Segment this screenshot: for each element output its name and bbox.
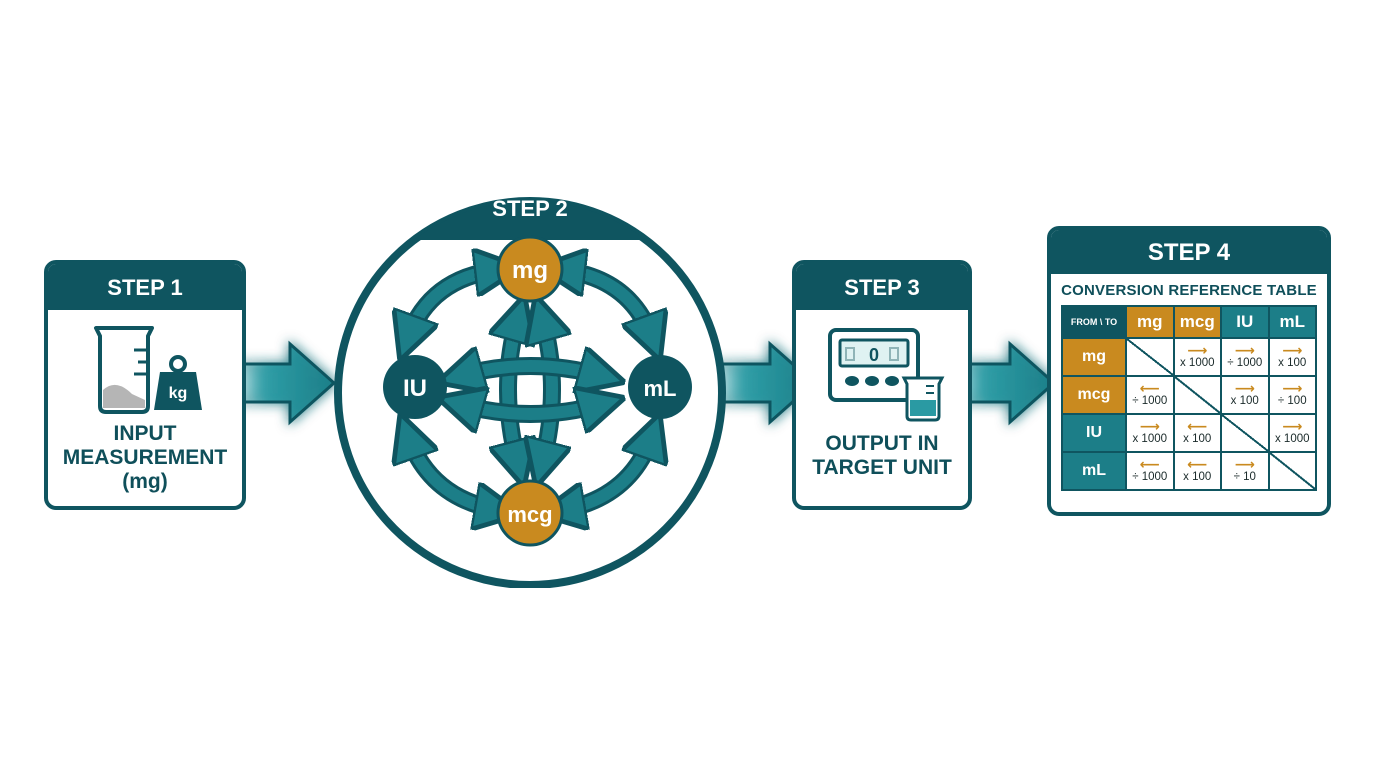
- table-cell: ⟵÷ 1000: [1125, 451, 1175, 491]
- digital-scale-icon: 0: [828, 328, 920, 402]
- step3-title: STEP 3: [796, 264, 968, 310]
- conversion-factor: x 1000: [1179, 357, 1215, 369]
- scale-display-value: 0: [869, 345, 879, 365]
- step3-caption: OUTPUT IN TARGET UNIT: [796, 432, 968, 480]
- column-header-mg: mg: [1125, 305, 1175, 339]
- column-header-iu: IU: [1220, 305, 1270, 339]
- weight-icon: kg: [154, 355, 202, 410]
- step3-caption-line2: TARGET UNIT: [812, 456, 952, 479]
- conversion-factor: x 1000: [1274, 433, 1310, 445]
- unit-node-mg: mg: [496, 235, 564, 303]
- beaker-icon: [901, 376, 945, 422]
- conversion-factor: ÷ 1000: [1227, 357, 1263, 369]
- conversion-factor: x 1000: [1132, 433, 1168, 445]
- inner-conversion-arrows: [460, 318, 602, 464]
- unit-label-iu: IU: [403, 375, 427, 402]
- arrow-right-icon: ⟶: [1187, 342, 1208, 358]
- column-header-ml: mL: [1267, 305, 1317, 339]
- table-cell: ⟶x 1000: [1125, 413, 1175, 453]
- unit-label-mcg: mcg: [507, 502, 552, 527]
- table-cell: ⟶x 100: [1220, 375, 1270, 415]
- step1-title: STEP 1: [48, 264, 242, 310]
- arrow-right-icon: ⟶: [1282, 380, 1303, 396]
- weight-label: kg: [169, 385, 188, 402]
- arrow-right-icon: ⟶: [1234, 456, 1255, 472]
- table-row: mL⟵÷ 1000⟵x 100⟶÷ 10: [1061, 451, 1317, 491]
- conversion-factor: x 100: [1183, 471, 1212, 483]
- arrow-right-icon: ⟶: [1282, 418, 1303, 434]
- arrow-right-icon: ⟶: [1139, 418, 1160, 434]
- step2-title: STEP 2: [492, 196, 567, 221]
- table-row: mcg⟵÷ 1000⟶x 100⟶÷ 100: [1061, 375, 1317, 415]
- outer-conversion-arrows: [408, 270, 652, 510]
- conversion-factor: x 100: [1183, 433, 1212, 445]
- conversion-factor: ÷ 10: [1233, 471, 1256, 483]
- arrow-right-icon: ⟶: [1234, 380, 1255, 396]
- conversion-factor: ÷ 1000: [1132, 395, 1168, 407]
- step3-caption-line1: OUTPUT IN: [825, 432, 939, 455]
- table-cell: ⟶x 1000: [1267, 413, 1317, 453]
- arrow-left-icon: ⟵: [1187, 456, 1208, 472]
- step1-panel: STEP 1: [44, 260, 246, 510]
- table-cell: ⟵x 100: [1172, 413, 1222, 453]
- row-header-ml: mL: [1061, 451, 1127, 491]
- table-cell: ⟶x 100: [1267, 337, 1317, 377]
- step3-icons: 0: [828, 328, 945, 422]
- table-cell: ⟶÷ 100: [1267, 375, 1317, 415]
- step1-caption-line2: MEASUREMENT: [62, 446, 228, 469]
- beaker-icon: [94, 326, 154, 414]
- row-header-mg: mg: [1061, 337, 1127, 377]
- arrow-left-icon: ⟵: [1139, 380, 1160, 396]
- table-cell: ⟵x 100: [1172, 451, 1222, 491]
- arrow-left-icon: ⟵: [1139, 456, 1160, 472]
- row-header-mcg: mcg: [1061, 375, 1127, 415]
- step1-caption-line3: (mg): [122, 470, 168, 493]
- step4-title: STEP 4: [1051, 230, 1327, 274]
- table-corner-label: FROM \ TO: [1061, 305, 1127, 339]
- step1-icons: kg: [94, 326, 202, 414]
- unit-node-iu: IU: [383, 355, 447, 419]
- table-cell-diagonal: [1125, 337, 1175, 377]
- step1-caption-line1: INPUT: [113, 422, 177, 445]
- column-header-mcg: mcg: [1172, 305, 1222, 339]
- conversion-factor: x 100: [1230, 395, 1259, 407]
- conversion-factor: x 100: [1278, 357, 1307, 369]
- conversion-factor: ÷ 100: [1277, 395, 1307, 407]
- conversion-factor: ÷ 1000: [1132, 471, 1168, 483]
- unit-node-ml: mL: [628, 355, 692, 419]
- unit-label-mg: mg: [512, 257, 548, 284]
- step2-circle-diagram: STEP 2 mg: [334, 196, 726, 588]
- step1-caption: INPUT MEASUREMENT (mg): [48, 422, 242, 494]
- unit-label-ml: mL: [644, 376, 677, 401]
- row-header-iu: IU: [1061, 413, 1127, 453]
- unit-node-mcg: mcg: [496, 479, 564, 547]
- table-row: mg⟶x 1000⟶÷ 1000⟶x 100: [1061, 337, 1317, 377]
- table-cell: ⟵÷ 1000: [1125, 375, 1175, 415]
- table-cell: ⟶÷ 10: [1220, 451, 1270, 491]
- table-cell-diagonal: [1220, 413, 1270, 453]
- arrow-right-icon: ⟶: [1234, 342, 1255, 358]
- table-cell-diagonal: [1172, 375, 1222, 415]
- conversion-table-title: CONVERSION REFERENCE TABLE: [1061, 282, 1317, 299]
- step4-panel: STEP 4 CONVERSION REFERENCE TABLE FROM \…: [1047, 226, 1331, 516]
- table-cell: ⟶÷ 1000: [1220, 337, 1270, 377]
- table-row: IU⟶x 1000⟵x 100⟶x 1000: [1061, 413, 1317, 453]
- table-cell: ⟶x 1000: [1172, 337, 1222, 377]
- table-cell-diagonal: [1267, 451, 1317, 491]
- arrow-right-icon: ⟶: [1282, 342, 1303, 358]
- arrow-left-icon: ⟵: [1187, 418, 1208, 434]
